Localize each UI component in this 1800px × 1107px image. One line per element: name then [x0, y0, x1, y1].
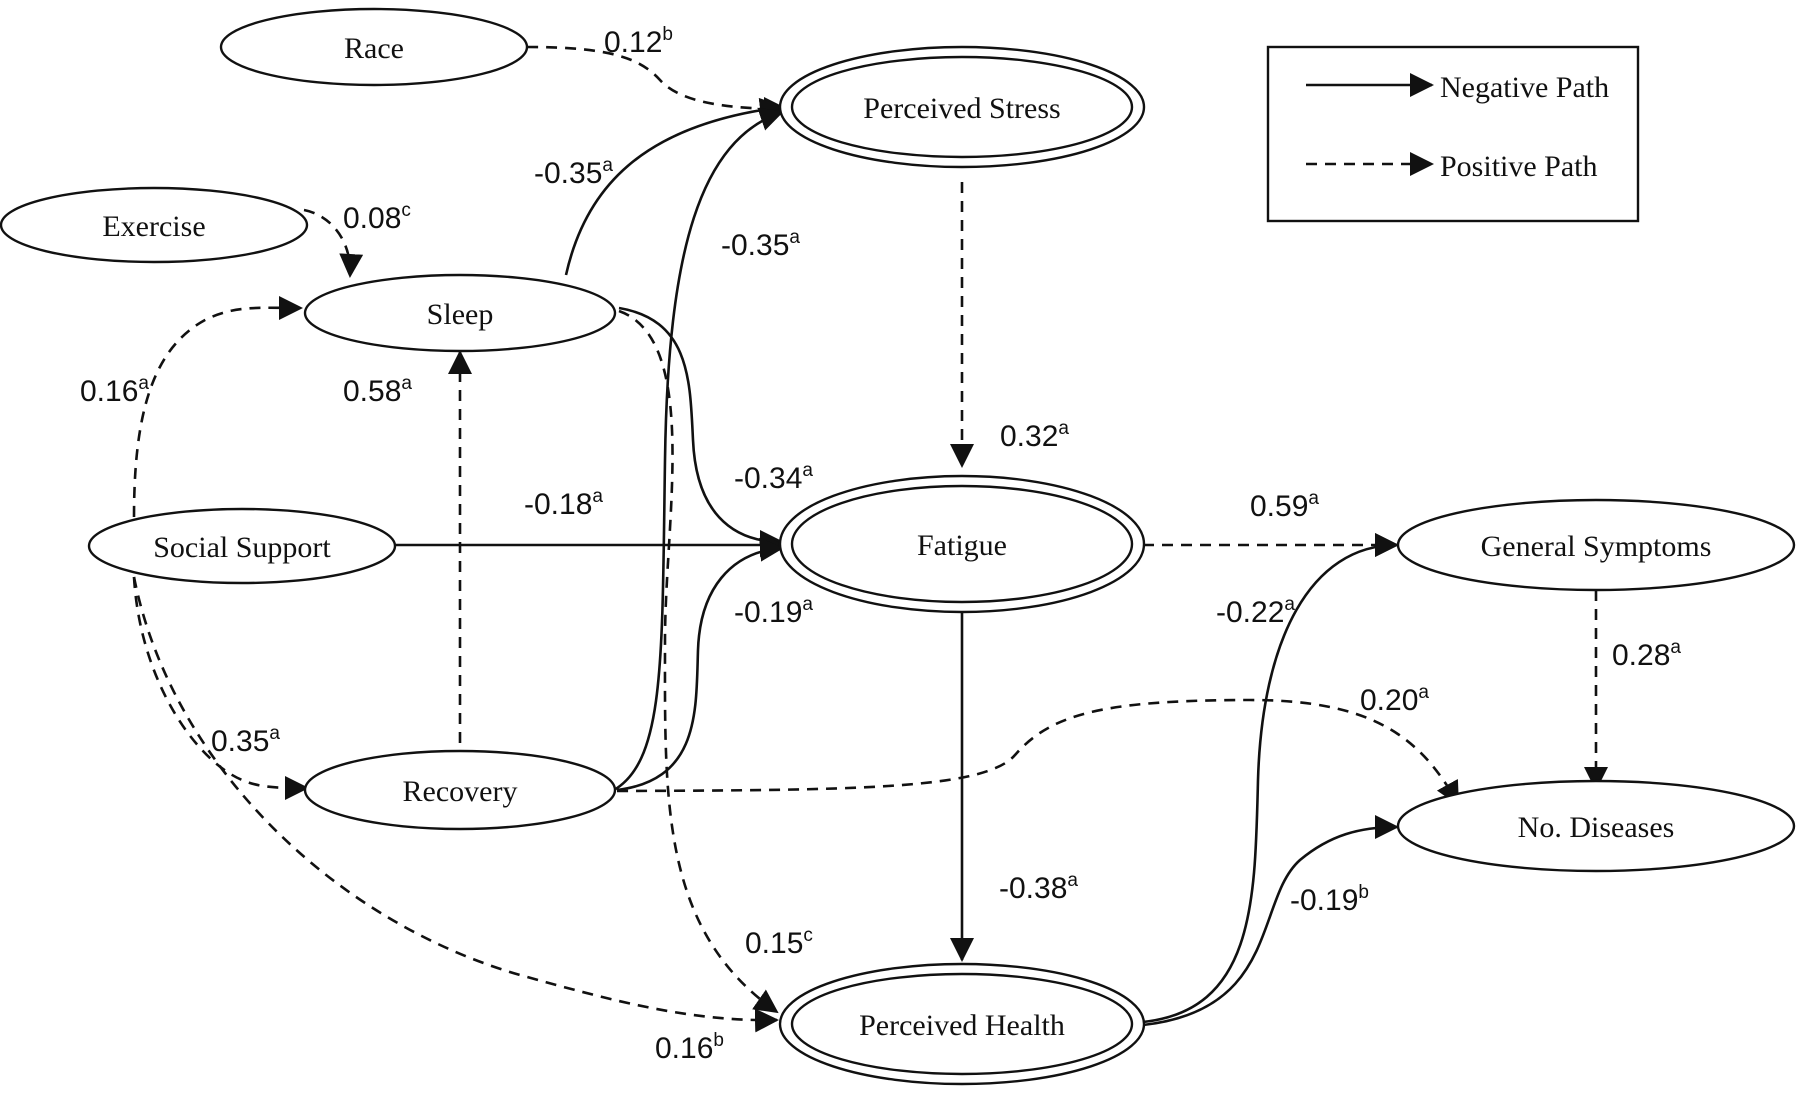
coef-sleep-stress: -0.35a	[534, 155, 613, 190]
legend-negative-label: Negative Path	[1440, 71, 1609, 104]
edge-health-to-diseases	[1142, 815, 1399, 1027]
node-label: Perceived Stress	[863, 92, 1060, 125]
edge-recovery-to-diseases	[616, 698, 1460, 806]
node-sleep: Sleep	[303, 273, 617, 353]
edge-social-to-sleep	[132, 295, 303, 518]
node-label: Exercise	[102, 210, 205, 243]
node-general-symptoms: General Symptoms	[1396, 498, 1796, 592]
coef-recovery-diseases: 0.20a	[1360, 682, 1429, 717]
edge-health-to-symptoms	[1142, 533, 1399, 1024]
coef-race-stress: 0.12b	[604, 24, 673, 59]
edge-recovery-to-fatigue	[616, 537, 784, 792]
coef-sleep-fatigue: -0.34a	[734, 460, 813, 495]
edge-sleep-to-fatigue	[618, 306, 784, 554]
legend: Negative Path Positive Path	[1266, 45, 1640, 223]
node-label: Perceived Health	[859, 1009, 1065, 1042]
coef-social-health: 0.16b	[655, 1030, 724, 1065]
node-fatigue: Fatigue	[778, 474, 1146, 614]
edge-sleep-to-stress	[564, 97, 784, 276]
coef-fatigue-symptoms: 0.59a	[1250, 488, 1319, 523]
node-perceived-health: Perceived Health	[778, 962, 1146, 1086]
coef-sleep-health: 0.15c	[745, 925, 813, 960]
node-recovery: Recovery	[303, 749, 617, 831]
node-race: Race	[219, 7, 529, 87]
edges	[132, 45, 1608, 1033]
coefficients: 0.12b 0.08c -0.35a -0.35a 0.16a 0.58a 0.…	[80, 24, 1681, 1065]
edge-exercise-to-sleep	[303, 208, 364, 278]
coef-stress-fatigue: 0.32a	[1000, 418, 1069, 453]
node-label: Social Support	[153, 531, 331, 564]
node-label: Fatigue	[917, 529, 1007, 562]
coef-recovery-fatigue: -0.19a	[734, 594, 813, 629]
node-social-support: Social Support	[87, 507, 397, 585]
coef-social-sleep: 0.16a	[80, 373, 149, 408]
coef-symptoms-diseases: 0.28a	[1612, 637, 1681, 672]
legend-box	[1266, 45, 1640, 223]
coef-social-recovery: 0.35a	[211, 723, 280, 758]
node-perceived-stress: Perceived Stress	[778, 45, 1146, 169]
edge-sleep-to-health	[618, 309, 779, 1014]
node-label: Sleep	[427, 298, 494, 331]
node-exercise: Exercise	[0, 186, 309, 264]
coef-recovery-sleep: 0.58a	[343, 373, 412, 408]
nodes: Race Exercise Sleep Social Support Recov…	[0, 7, 1796, 1086]
coef-health-diseases: -0.19b	[1290, 882, 1369, 917]
node-no-diseases: No. Diseases	[1396, 779, 1796, 873]
node-label: General Symptoms	[1481, 530, 1712, 563]
node-label: No. Diseases	[1518, 811, 1675, 844]
coef-fatigue-health: -0.38a	[999, 870, 1078, 905]
legend-positive-label: Positive Path	[1440, 150, 1598, 183]
node-label: Recovery	[403, 775, 518, 808]
edge-race-to-stress	[526, 45, 788, 121]
coef-social-fatigue: -0.18a	[524, 486, 603, 521]
node-label: Race	[344, 32, 404, 65]
coef-exercise-sleep: 0.08c	[343, 200, 411, 235]
coef-health-symptoms: -0.22a	[1216, 594, 1295, 629]
coef-recovery-stress: -0.35a	[721, 227, 800, 262]
edge-social-to-health	[132, 576, 779, 1033]
edge-recovery-to-stress	[613, 107, 784, 792]
